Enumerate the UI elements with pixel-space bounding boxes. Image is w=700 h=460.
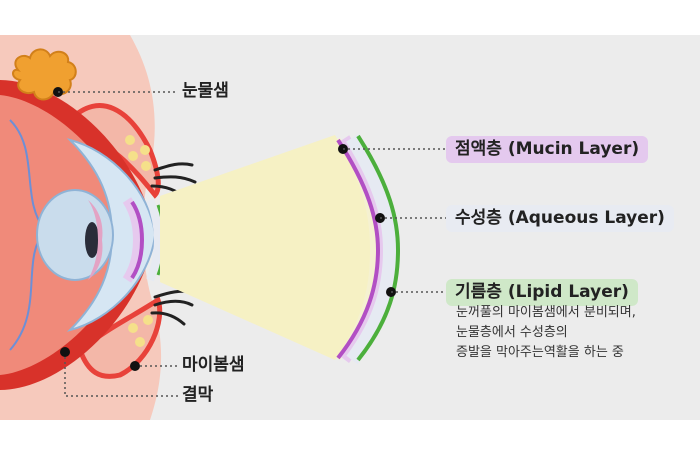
meibomian-dots-lower	[128, 315, 153, 347]
mucin-layer	[336, 138, 381, 360]
zoom-cone-inner	[160, 135, 370, 360]
conjunctiva-pointer	[60, 347, 70, 357]
lipid-layer-label: 기름층 (Lipid Layer)	[446, 279, 638, 306]
lacrimal-gland-label: 눈물샘	[182, 81, 229, 101]
lipid-layer-description: 눈꺼풀의 마이봄샘에서 분비되며, 눈물층에서 수성층의 증발을 막아주는역활을…	[456, 303, 691, 363]
aqueous-layer-label: 수성층 (Aqueous Layer)	[446, 205, 674, 232]
aqueous-mini	[146, 198, 163, 282]
pupil	[85, 222, 99, 258]
leader-lines	[58, 91, 448, 397]
description-line: 증발을 막아주는역활을 하는 중	[456, 345, 624, 360]
meibomian-gland-label: 마이봄샘	[182, 355, 245, 375]
conjunctiva-label: 결막	[182, 385, 214, 405]
meibomian-dots-upper	[125, 135, 151, 171]
mucin-mini	[130, 200, 145, 280]
aqueous-layer	[346, 134, 398, 365]
lower-eyelid	[77, 296, 163, 379]
lacrimal-gland-shape	[12, 48, 77, 101]
mucin-layer-label: 점액층 (Mucin Layer)	[446, 136, 649, 163]
meibomian-pointer	[130, 361, 140, 371]
lipid-layer	[356, 134, 401, 362]
description-line: 눈꺼풀의 마이봄샘에서 분비되며,	[456, 305, 636, 320]
iris	[88, 200, 103, 280]
description-line: 눈물층에서 수성층의	[456, 325, 568, 340]
mucin-mini-bg	[122, 197, 144, 283]
